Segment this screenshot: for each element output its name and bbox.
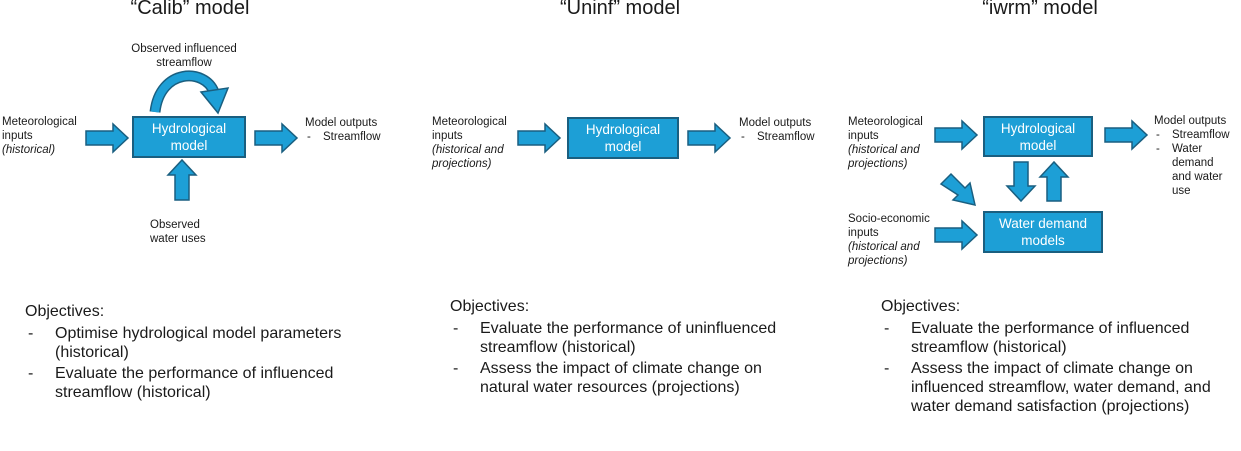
iwrm-inputs-label: Meteorological inputs	[848, 116, 923, 142]
calib-objectives: Objectives: -Optimise hydrological model…	[25, 302, 375, 404]
calib-top-label: Observed influenced streamflow	[131, 43, 237, 69]
calib-objective-item: -Optimise hydrological model parameters …	[28, 325, 342, 361]
uninf-output-item: -Streamflow	[741, 131, 815, 143]
iwrm-up-arrow	[1038, 160, 1070, 202]
iwrm-socio-arrow	[934, 219, 979, 251]
uninf-output-arrow	[687, 122, 732, 154]
iwrm-outputs: Model outputs -Streamflow -Water demand …	[1154, 114, 1240, 198]
calib-bottom-up-arrow	[166, 158, 198, 201]
calib-box-label: Hydrological model	[151, 121, 227, 153]
iwrm-output-item: -Streamflow	[1156, 129, 1230, 141]
calib-output-arrow	[254, 122, 299, 154]
uninf-outputs-list: -Streamflow	[739, 130, 839, 144]
calib-hydrological-model-box: Hydrological model	[132, 116, 246, 158]
iwrm-inputs-note: (historical and projections)	[848, 144, 920, 170]
calib-title: “Calib” model	[130, 0, 250, 19]
iwrm-objective-item: -Assess the impact of climate change on …	[884, 360, 1211, 415]
uninf-inputs-note: (historical and projections)	[432, 144, 504, 170]
uninf-box-label: Hydrological model	[585, 122, 661, 154]
iwrm-down-arrow	[1005, 161, 1037, 203]
calib-objectives-title: Objectives:	[25, 303, 105, 320]
iwrm-water-demand-box: Water demand models	[983, 211, 1103, 253]
calib-inputs-label: Meteorological inputs	[2, 116, 77, 142]
iwrm-objectives-title: Objectives:	[881, 298, 961, 315]
uninf-inputs-label: Meteorological inputs	[432, 116, 507, 142]
iwrm-diagonal-arrow	[939, 172, 976, 206]
uninf-input-arrow	[517, 122, 562, 154]
iwrm-output-arrow	[1104, 119, 1149, 151]
uninf-outputs: Model outputs -Streamflow	[739, 116, 839, 144]
uninf-objectives: Objectives: -Evaluate the performance of…	[450, 297, 780, 399]
iwrm-socio-note: (historical and projections)	[848, 241, 920, 267]
iwrm-socio-inputs: Socio-economic inputs (historical and pr…	[848, 212, 934, 268]
calib-inputs: Meteorological inputs (historical)	[2, 115, 87, 157]
iwrm-hydrological-model-box: Hydrological model	[983, 116, 1093, 157]
iwrm-socio-label: Socio-economic inputs	[848, 213, 930, 239]
iwrm-objective-item: -Evaluate the performance of influenced …	[884, 320, 1190, 356]
calib-outputs-list: -Streamflow	[305, 130, 405, 144]
iwrm-title: “iwrm” model	[982, 0, 1098, 19]
calib-curved-arrowhead	[199, 87, 230, 115]
uninf-outputs-label: Model outputs	[739, 117, 812, 129]
calib-bottom-label: Observed water uses	[150, 219, 206, 245]
iwrm-input-arrow	[934, 119, 979, 151]
iwrm-objectives: Objectives: -Evaluate the performance of…	[881, 297, 1221, 418]
iwrm-outputs-label: Model outputs	[1154, 115, 1227, 127]
uninf-objectives-title: Objectives:	[450, 298, 530, 315]
iwrm-outputs-list: -Streamflow -Water demand and water use	[1154, 128, 1240, 198]
calib-output-item: -Streamflow	[307, 131, 381, 143]
iwrm-output-item: -Water demand and water use	[1156, 143, 1223, 197]
calib-outputs-label: Model outputs	[305, 117, 378, 129]
iwrm-inputs: Meteorological inputs (historical and pr…	[848, 115, 934, 171]
calib-outputs: Model outputs -Streamflow	[305, 116, 405, 144]
uninf-hydrological-model-box: Hydrological model	[567, 117, 679, 159]
uninf-objective-item: -Evaluate the performance of uninfluence…	[453, 320, 777, 356]
uninf-title: “Uninf” model	[559, 0, 681, 19]
uninf-inputs: Meteorological inputs (historical and pr…	[432, 115, 520, 171]
calib-objective-item: -Evaluate the performance of influenced …	[28, 365, 334, 401]
calib-input-arrow	[85, 122, 130, 154]
iwrm-box-label: Hydrological model	[1000, 120, 1076, 153]
calib-inputs-note: (historical)	[2, 144, 56, 156]
iwrm-box2-label: Water demand models	[998, 216, 1088, 248]
uninf-objective-item: -Assess the impact of climate change on …	[453, 360, 762, 396]
